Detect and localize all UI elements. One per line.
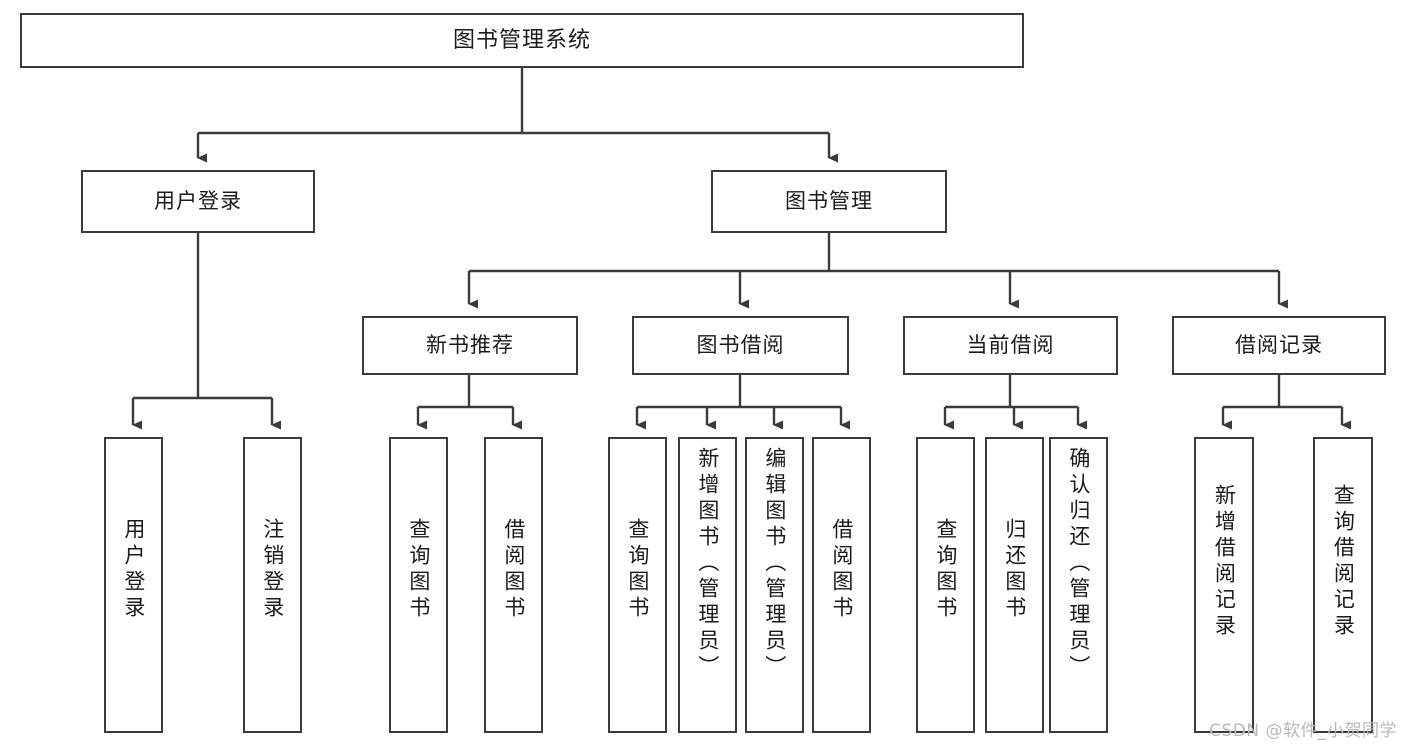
leaf-query-books-recommend[interactable]: 查询图书 [389,437,448,733]
leaf-query-borrow-record[interactable]: 查询借阅记录 [1313,437,1373,733]
leaf-borrow-books-recommend[interactable]: 借阅图书 [484,437,543,733]
node-label: 用户登录 [154,189,242,214]
leaf-label: 新增借阅记录 [1212,484,1237,640]
leaf-label: 查询借阅记录 [1331,484,1356,640]
node-label: 图书管理 [785,189,873,214]
leaf-confirm-return-admin[interactable]: 确认归还（管理员） [1049,437,1108,733]
node-book-management[interactable]: 图书管理 [711,170,947,233]
leaf-borrow-books[interactable]: 借阅图书 [812,437,871,733]
node-current-borrow[interactable]: 当前借阅 [903,316,1118,375]
node-label: 新书推荐 [426,333,514,358]
leaf-label: 借阅图书 [501,518,526,622]
leaf-label: 新增图书（管理员） [695,447,720,681]
leaf-label: 借阅图书 [829,518,854,622]
leaf-label: 查询图书 [406,518,431,622]
node-root-book-management-system[interactable]: 图书管理系统 [20,13,1024,68]
node-borrow-record[interactable]: 借阅记录 [1172,316,1386,375]
leaf-logout[interactable]: 注销登录 [243,437,302,733]
node-label: 图书借阅 [696,333,785,358]
leaf-label: 归还图书 [1002,518,1027,622]
leaf-query-books-current[interactable]: 查询图书 [916,437,975,733]
leaf-label: 用户登录 [121,518,146,622]
leaf-label: 查询图书 [933,518,958,622]
leaf-edit-book-admin[interactable]: 编辑图书（管理员） [745,437,804,733]
leaf-return-books[interactable]: 归还图书 [985,437,1044,733]
leaf-add-book-admin[interactable]: 新增图书（管理员） [678,437,737,733]
node-book-borrow[interactable]: 图书借阅 [632,316,849,375]
leaf-label: 确认归还（管理员） [1066,447,1091,681]
leaf-add-borrow-record[interactable]: 新增借阅记录 [1194,437,1254,733]
csdn-watermark: CSDN @软件_小贺同学 [1209,721,1397,741]
leaf-label: 注销登录 [260,518,285,622]
node-label: 图书管理系统 [452,27,591,53]
leaf-label: 编辑图书（管理员） [762,447,787,681]
node-new-book-recommendation[interactable]: 新书推荐 [362,316,578,375]
leaf-query-books-borrow[interactable]: 查询图书 [608,437,667,733]
leaf-user-login[interactable]: 用户登录 [104,437,163,733]
node-user-login[interactable]: 用户登录 [81,170,315,233]
node-label: 当前借阅 [966,333,1055,358]
leaf-label: 查询图书 [625,518,650,622]
node-label: 借阅记录 [1235,333,1323,358]
